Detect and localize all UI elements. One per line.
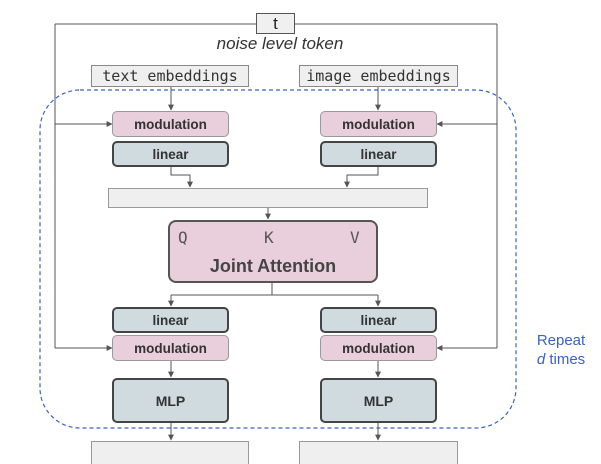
left-linear-bottom: linear [112, 307, 229, 333]
left-modulation-bottom: modulation [112, 335, 229, 361]
joint-attention-block: Q K V Joint Attention [168, 220, 378, 283]
left-output-box [91, 441, 249, 464]
right-linear-top: linear [320, 141, 437, 167]
repeat-suffix: times [549, 351, 586, 368]
right-modulation-top: modulation [320, 111, 437, 137]
repeat-prefix: Repeat [536, 332, 586, 349]
timestep-token-box: t [256, 13, 295, 34]
right-modulation-bottom: modulation [320, 335, 437, 361]
text-embeddings-box: text embeddings [91, 65, 249, 87]
concatenated-sequence-box [108, 188, 428, 208]
timestep-symbol: t [273, 13, 278, 33]
left-modulation-top: modulation [112, 111, 229, 137]
query-label: Q [178, 228, 188, 247]
right-mlp: MLP [320, 378, 437, 423]
left-mlp: MLP [112, 378, 229, 423]
repeat-var: d [536, 351, 546, 368]
joint-attention-label: Joint Attention [209, 256, 337, 276]
right-linear-bottom: linear [320, 307, 437, 333]
key-label: K [264, 228, 274, 247]
right-output-box [299, 441, 458, 464]
image-embeddings-box: image embeddings [299, 65, 458, 87]
repeat-label: Repeat d times [516, 331, 601, 369]
timestep-caption: noise level token [216, 34, 344, 53]
repeat-count-line: d times [516, 350, 601, 369]
left-linear-top: linear [112, 141, 229, 167]
value-label: V [350, 228, 360, 247]
